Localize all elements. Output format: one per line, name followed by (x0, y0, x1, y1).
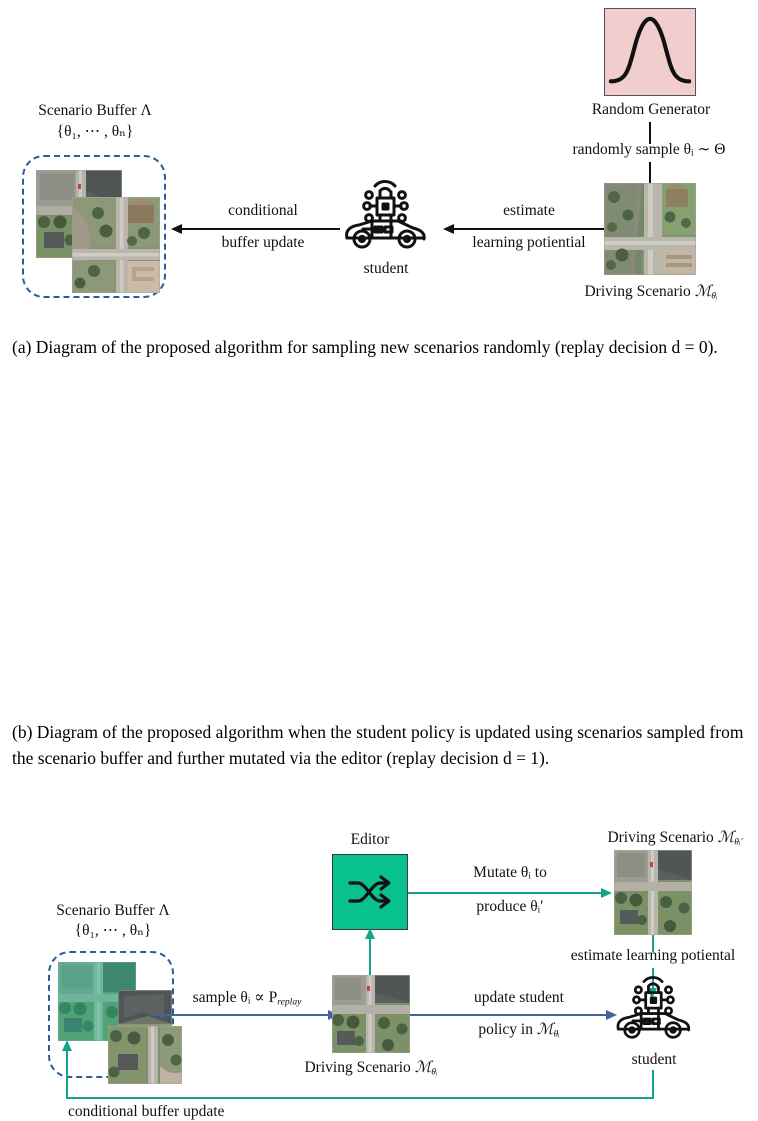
caption-a: (a) Diagram of the proposed algorithm fo… (12, 337, 718, 357)
student-icon-a (339, 176, 431, 256)
mutated-scenario-prefix: Driving Scenario (607, 829, 718, 846)
update-policy-line2-subscript: θᵢ (553, 1028, 560, 1040)
buffer-contents-a: {θ₁, ⋯ , θₙ} (56, 123, 134, 140)
editor-box (332, 854, 408, 930)
mutate-edge-arrowhead (601, 887, 612, 898)
driving-scenario-prefix-a: Driving Scenario (584, 283, 695, 300)
shuffle-icon (348, 875, 391, 909)
estimate-edge-label-line2: learning potiential (472, 234, 586, 251)
student-icon-b (611, 972, 695, 1046)
buffer-update-edge-b-horiz (66, 1097, 654, 1099)
aerial-map-tile (108, 1026, 182, 1084)
sample-edge-subscript: replay (277, 996, 302, 1008)
buffer-title-a: Scenario Buffer Λ (38, 102, 152, 119)
mutated-scenario-tile (614, 850, 692, 935)
estimate-edge-label-line1: estimate (503, 202, 555, 219)
figure-a-diagram: Random Generator randomly sample θᵢ ∼ Θ (0, 0, 758, 325)
driving-scenario-label-a: Driving Scenario ℳθᵢ (570, 282, 732, 306)
random-sample-edge-label: randomly sample θᵢ ∼ Θ (572, 141, 726, 158)
buffer-contents-b: {θ₁, ⋯ , θₙ} (74, 922, 152, 939)
mutated-scenario-label: Driving Scenario ℳθᵢ′ (592, 828, 758, 852)
random-generator-box (604, 8, 696, 96)
aerial-map-tile (614, 850, 692, 935)
sample-edge-text: sample θᵢ ∝ P (192, 989, 278, 1006)
buffer-tile-a-2 (72, 197, 160, 293)
buffer-tile-b-3 (108, 1026, 182, 1084)
update-policy-label-line2: policy in ℳθᵢ (436, 1020, 602, 1044)
generator-edge-upper (649, 122, 651, 144)
student-label-b: student (631, 1051, 677, 1068)
figure-b-diagram: Editor Mutate θᵢ to produce θᵢ′ Driving … (0, 410, 758, 1120)
buffer-update-label-line1: conditional (228, 202, 298, 219)
mutate-edge-label-line1: Mutate θᵢ to (473, 864, 547, 881)
aerial-map-tile (332, 975, 410, 1053)
update-policy-line2-symbol: ℳ (536, 1021, 554, 1038)
driving-scenario-tile-a (604, 183, 696, 275)
buffer-update-edge-b-arrowhead (61, 1040, 72, 1051)
aerial-map-tile (604, 183, 696, 275)
update-policy-label-line1: update student (474, 989, 564, 1006)
sampled-scenario-tile (332, 975, 410, 1053)
aerial-map-tile (72, 197, 160, 293)
gaussian-curve-icon (608, 16, 692, 84)
buffer-title-b: Scenario Buffer Λ (56, 902, 170, 919)
autonomous-car-icon (616, 976, 691, 1039)
sample-edge-label: sample θᵢ ∝ Preplay (163, 988, 331, 1012)
driving-scenario-subscript-a: θᵢ (711, 290, 718, 302)
sampled-scenario-label: Driving Scenario ℳθᵢ (286, 1058, 456, 1082)
estimate-edge-label-b: estimate learning potiental (570, 947, 736, 964)
estimate-edge-line-a (452, 228, 604, 230)
estimate-edge-arrowhead-a (443, 223, 454, 234)
mutated-scenario-symbol: ℳ (717, 829, 735, 846)
to-editor-edge-arrowhead (364, 928, 375, 939)
caption-b: (b) Diagram of the proposed algorithm wh… (12, 722, 744, 768)
buffer-update-edge-arrowhead-a (171, 223, 182, 234)
buffer-update-edge-b-vert-right (652, 1070, 654, 1098)
update-policy-edge-line (410, 1014, 610, 1016)
buffer-update-label-b: conditional buffer update (68, 1103, 225, 1120)
buffer-update-edge-b-vert-left (66, 1043, 68, 1098)
buffer-update-label-line2: buffer update (221, 234, 305, 251)
update-policy-line2-prefix: policy in (478, 1021, 537, 1038)
sampled-scenario-prefix: Driving Scenario (304, 1059, 415, 1076)
generator-edge-lower (649, 162, 651, 188)
mutated-scenario-subscript: θᵢ′ (734, 836, 743, 848)
buffer-update-edge-line-a (180, 228, 340, 230)
mutate-edge-label-line2: produce θᵢ′ (476, 898, 544, 915)
random-generator-label: Random Generator (591, 101, 711, 118)
autonomous-car-icon (345, 180, 426, 249)
driving-scenario-symbol-a: ℳ (694, 283, 712, 300)
mutate-edge-line (408, 892, 605, 894)
editor-label: Editor (350, 831, 390, 848)
sampled-scenario-subscript: θᵢ (431, 1066, 438, 1078)
sampled-scenario-symbol: ℳ (414, 1059, 432, 1076)
sample-edge-line (150, 1014, 332, 1016)
student-label-a: student (363, 260, 409, 277)
scenario-buffer-a (22, 155, 166, 298)
